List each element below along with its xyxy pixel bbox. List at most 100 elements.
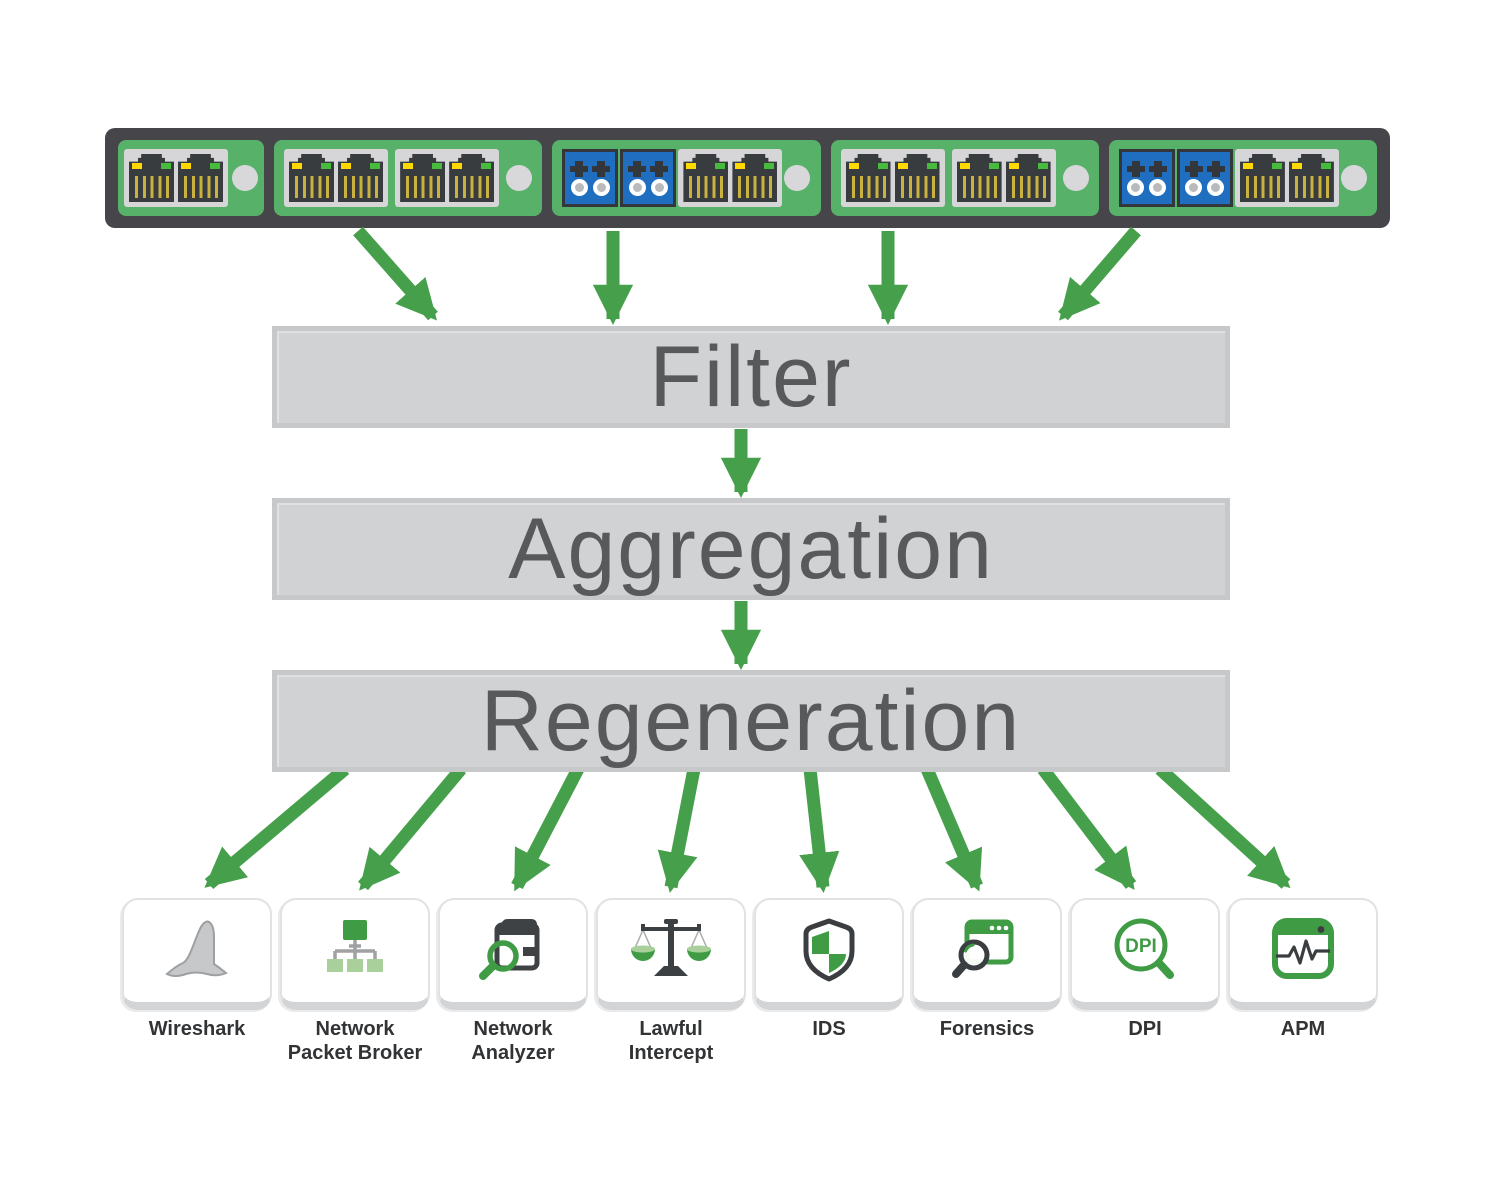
tool-label: Lawful Intercept <box>628 1018 714 1064</box>
status-led <box>506 165 533 191</box>
rj45-port <box>1005 154 1051 202</box>
tool-box <box>280 898 430 1010</box>
port-pins <box>1294 176 1329 198</box>
forensics-magnifier-icon <box>952 919 1014 978</box>
port-pins <box>1011 176 1046 198</box>
stage-label: Regeneration <box>480 673 1022 769</box>
tool-box <box>596 898 746 1010</box>
fiber-latch <box>592 160 611 177</box>
rj45-port <box>732 154 778 202</box>
fiber-latch <box>1206 160 1225 177</box>
tool-box <box>754 898 904 1010</box>
tool-label: APM <box>1280 1018 1326 1040</box>
rj45-port <box>894 154 940 202</box>
rj45-port <box>683 154 729 202</box>
rj45-port <box>338 154 383 202</box>
device-module <box>830 140 1099 216</box>
tool-ids: IDS <box>754 898 904 1065</box>
fiber-ferrule <box>1206 160 1225 196</box>
dpi-icon-text: DPI <box>1125 936 1157 957</box>
fiber-port-duplex <box>562 149 619 207</box>
fiber-ferrule <box>1148 160 1167 196</box>
fiber-ferrule <box>1184 160 1203 196</box>
rj45-port-group <box>124 149 228 207</box>
tool-label: Forensics <box>939 1018 1035 1040</box>
rj45-port-group <box>951 149 1056 207</box>
tools-row: Wireshark Network Packet Broker <box>122 898 1378 1065</box>
port-pins <box>962 176 997 198</box>
status-led <box>784 165 811 191</box>
tool-box <box>438 898 588 1010</box>
fiber-latch <box>1126 160 1145 177</box>
rj45-port-group <box>840 149 945 207</box>
tool-box <box>122 898 272 1010</box>
port-pins <box>455 176 490 198</box>
fiber-lens <box>650 178 668 196</box>
hierarchy-icon <box>327 920 383 972</box>
status-led <box>232 165 258 191</box>
tool-label: IDS <box>812 1018 846 1040</box>
shield-icon <box>803 918 855 982</box>
arrow-to-tool <box>511 765 584 892</box>
fiber-port-duplex <box>1118 149 1175 207</box>
dpi-magnifier-icon: DPI <box>1114 918 1174 979</box>
tool-label: DPI <box>1128 1018 1162 1040</box>
rj45-port <box>289 154 334 202</box>
device-module <box>274 140 543 216</box>
arrow-to-tool <box>1155 764 1291 889</box>
arrow-to-tool <box>921 766 983 892</box>
tool-wireshark: Wireshark <box>122 898 272 1065</box>
tool-apm: APM <box>1228 898 1378 1065</box>
device-module <box>552 140 821 216</box>
stage-label: Aggregation <box>508 501 994 597</box>
port-pins <box>184 176 218 198</box>
rj45-port <box>1288 154 1334 202</box>
port-pins <box>689 176 724 198</box>
network-device-chassis <box>105 128 1390 228</box>
fiber-ferrule <box>592 160 611 196</box>
fiber-ferrule <box>570 160 589 196</box>
stage-bar-filter: Filter <box>272 326 1230 428</box>
tool-lawful-intercept: Lawful Intercept <box>596 898 746 1065</box>
rj45-port <box>178 154 223 202</box>
fiber-ferrule <box>1126 160 1145 196</box>
fiber-latch <box>628 160 647 177</box>
status-led <box>1340 165 1367 191</box>
fiber-port-duplex <box>1176 149 1233 207</box>
rj45-port <box>129 154 174 202</box>
arrow-to-tool <box>358 764 466 891</box>
port-pins <box>738 176 773 198</box>
rj45-port <box>1239 154 1285 202</box>
port-pins <box>1245 176 1280 198</box>
fiber-lens <box>1149 178 1167 196</box>
fiber-latch <box>1184 160 1203 177</box>
fiber-ferrule <box>650 160 669 196</box>
port-pins <box>295 176 329 198</box>
fiber-latch <box>570 160 589 177</box>
arrow-device-filter <box>353 226 438 321</box>
fiber-lens <box>1185 178 1203 196</box>
fiber-lens <box>1207 178 1225 196</box>
balance-scale-icon <box>631 919 711 976</box>
stage-bar-aggregation: Aggregation <box>272 498 1230 600</box>
fiber-ferrule <box>628 160 647 196</box>
port-pins <box>851 176 886 198</box>
analyzer-magnifier-icon <box>479 919 540 980</box>
port-pins <box>406 176 441 198</box>
device-module <box>1108 140 1377 216</box>
apm-monitor-icon <box>1272 918 1334 979</box>
rj45-port <box>845 154 891 202</box>
arrow-to-tool <box>657 767 701 893</box>
tool-network-analyzer: Network Analyzer <box>438 898 588 1065</box>
arrow-to-tool <box>204 764 350 889</box>
tool-box <box>1228 898 1378 1010</box>
device-module <box>118 140 264 216</box>
rj45-port <box>400 154 446 202</box>
fiber-lens <box>628 178 646 196</box>
shark-fin-icon <box>165 920 228 977</box>
arrow-to-tool <box>1037 765 1137 890</box>
fiber-lens <box>592 178 610 196</box>
fiber-lens <box>1127 178 1145 196</box>
tool-box <box>912 898 1062 1010</box>
